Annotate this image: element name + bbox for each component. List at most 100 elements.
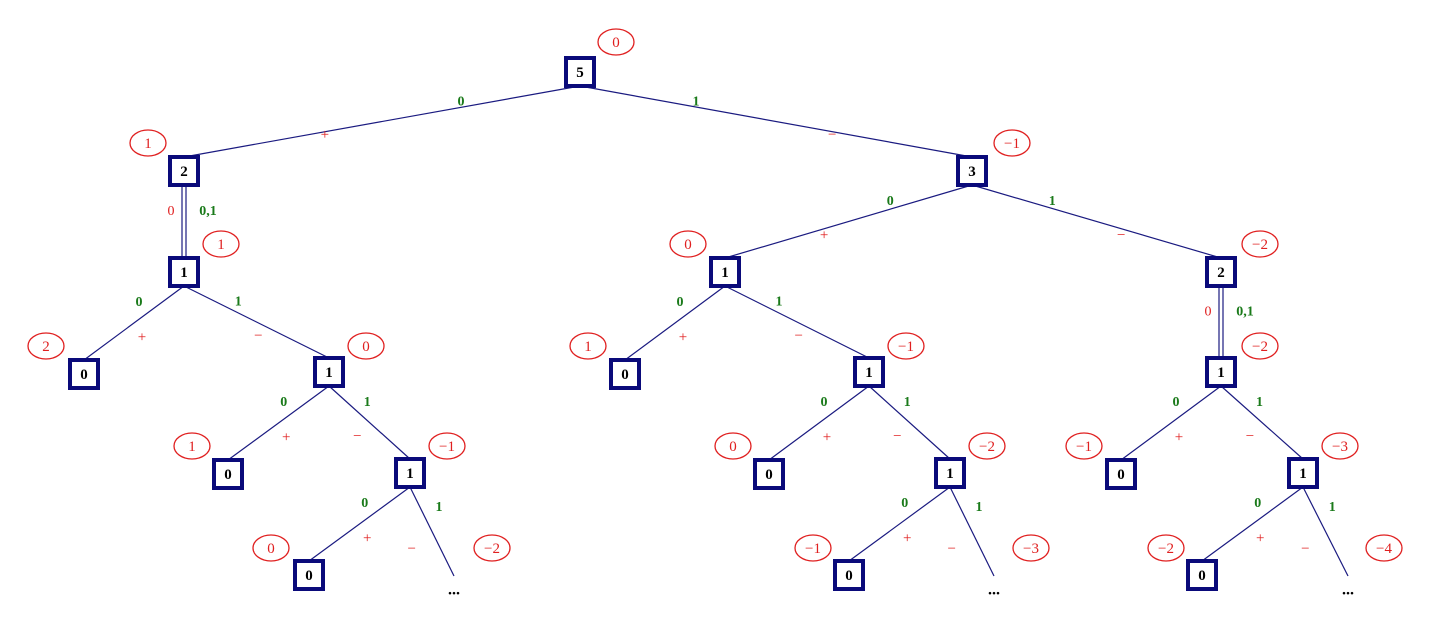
weight-value: 2 (42, 339, 50, 355)
node-box (853, 356, 885, 388)
edge-line (308, 486, 411, 562)
edge-label: 0,1 (1236, 305, 1254, 320)
node-label: 1 (721, 265, 729, 281)
node-box (313, 356, 345, 388)
weight-ellipse (714, 432, 752, 460)
edge-line (724, 285, 870, 359)
node-label: 0 (305, 568, 313, 584)
weight-ellipse (1147, 534, 1185, 562)
edge-label: 0 (677, 295, 684, 310)
edge-sign-label: − (1301, 541, 1309, 557)
tree-node: 3 (956, 155, 988, 187)
node-box (68, 358, 100, 390)
weight-ellipse (1241, 332, 1279, 360)
node-box (212, 458, 244, 490)
weight-badge: −4 (1365, 534, 1403, 562)
node-label: 0 (765, 467, 773, 483)
edge-sign-label: − (407, 541, 415, 557)
weight-value: −1 (439, 439, 455, 455)
edge-line (971, 184, 1222, 259)
weight-value: −1 (805, 541, 821, 557)
edge-left-label: 0 (1205, 305, 1212, 320)
node-box (956, 155, 988, 187)
edge-labels-layer: 0+1−0,100+1−0+1−0+1−0+1−0+1−0+1−0+1−0,10… (136, 94, 1336, 557)
weight-ellipse (794, 534, 832, 562)
edge-sign-label: − (947, 541, 955, 557)
edge-sign-label: − (828, 127, 836, 143)
weight-ellipse (473, 534, 511, 562)
tree-node: 1 (1287, 457, 1319, 489)
weight-value: 1 (144, 136, 152, 152)
weight-badge: −2 (968, 432, 1006, 460)
node-box (1105, 458, 1137, 490)
weight-ellipse (968, 432, 1006, 460)
edge-sign-label: + (363, 530, 371, 546)
edge-line (848, 486, 951, 562)
node-label: 1 (1299, 466, 1307, 482)
weight-ellipse (597, 28, 635, 56)
node-box (168, 256, 200, 288)
edge-label: 0 (901, 496, 908, 511)
ellipsis-leaf: ... (988, 582, 1000, 599)
edge-label: 1 (436, 500, 443, 515)
weight-badge: 2 (27, 332, 65, 360)
edge-sign-label: − (893, 429, 901, 445)
weight-badge: 0 (714, 432, 752, 460)
edge-sign-label: + (282, 429, 290, 445)
node-box (564, 56, 596, 88)
tree-node: 1 (1205, 356, 1237, 388)
weight-value: −1 (1004, 136, 1020, 152)
node-box (168, 155, 200, 187)
weight-badge: −2 (473, 534, 511, 562)
weight-ellipse (1321, 432, 1359, 460)
edge-label: 0 (280, 395, 287, 410)
weight-value: −1 (1076, 439, 1092, 455)
edge-sign-label: + (679, 329, 687, 345)
node-label: 1 (946, 466, 954, 482)
edge-label: 0 (136, 295, 143, 310)
node-label: 2 (180, 164, 188, 180)
weight-ellipse (1065, 432, 1103, 460)
weight-badge: −2 (1241, 230, 1279, 258)
node-box (709, 256, 741, 288)
weight-ellipse (569, 332, 607, 360)
tree-node: 1 (168, 256, 200, 288)
node-label: 0 (224, 467, 232, 483)
edge-left-label: 0 (168, 204, 175, 219)
tree-node: 2 (168, 155, 200, 187)
weight-value: 0 (362, 339, 370, 355)
weight-value: 1 (584, 339, 592, 355)
ellipsis-leaf: ... (1342, 582, 1354, 599)
tree-node: 0 (68, 358, 100, 390)
edge-label: 0 (458, 94, 465, 109)
weight-value: −4 (1376, 541, 1392, 557)
edge-line (1302, 486, 1349, 577)
node-label: 0 (845, 568, 853, 584)
edge-sign-label: + (1256, 530, 1264, 546)
tree-node: 1 (394, 457, 426, 489)
edge-label: 1 (904, 395, 911, 410)
weight-badge: 0 (597, 28, 635, 56)
node-label: 0 (621, 367, 629, 383)
edge-sign-label: + (1175, 429, 1183, 445)
weight-value: −3 (1332, 439, 1348, 455)
node-label: 1 (180, 265, 188, 281)
tree-node: 0 (212, 458, 244, 490)
weight-badge: 1 (202, 230, 240, 258)
edge-line (949, 486, 995, 577)
tree-node: 0 (609, 358, 641, 390)
edge-sign-label: − (794, 328, 802, 344)
weight-value: −1 (898, 339, 914, 355)
weight-ellipse (129, 129, 167, 157)
weight-value: 0 (729, 439, 737, 455)
node-label: 2 (1217, 265, 1225, 281)
tree-node: 0 (753, 458, 785, 490)
edge-label: 1 (1329, 500, 1336, 515)
node-box (1205, 256, 1237, 288)
edge-label: 1 (776, 295, 783, 310)
weight-badge: −3 (1012, 534, 1050, 562)
node-box (394, 457, 426, 489)
edge-line (409, 486, 455, 577)
weight-value: 0 (684, 237, 692, 253)
